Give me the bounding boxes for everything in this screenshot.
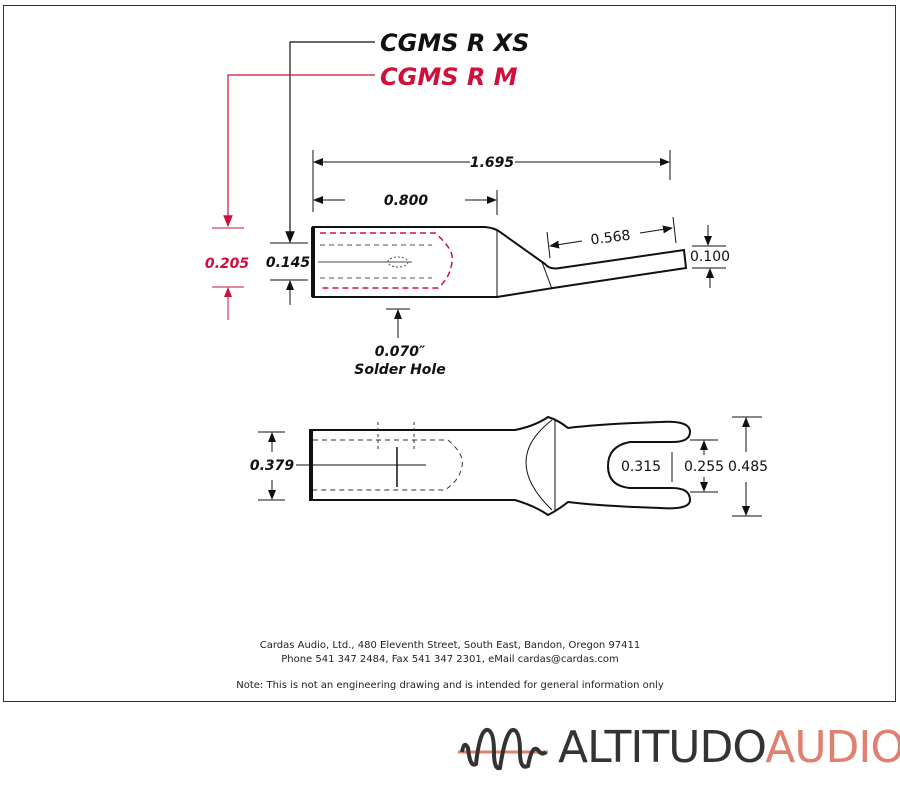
logo-text-audio: AUDIO bbox=[765, 722, 900, 773]
model-m-label: CGMS R M bbox=[380, 63, 518, 91]
solder-hole-dim: 0.070″ bbox=[375, 344, 426, 360]
overall-length-dim: 1.695 bbox=[470, 155, 515, 171]
xs-callout-line bbox=[285, 41, 375, 244]
slot-depth-dim: 0.315 bbox=[621, 459, 661, 475]
logo-text-altitudo: ALTITUDO bbox=[558, 722, 766, 773]
m-height-dim: 0.205 bbox=[205, 256, 250, 272]
altitudo-audio-logo: ALTITUDOAUDIO bbox=[450, 718, 900, 778]
fork-width-dim: 0.485 bbox=[728, 459, 768, 475]
solder-hole-label: Solder Hole bbox=[354, 362, 445, 378]
m-callout-line bbox=[223, 74, 375, 228]
tip-thickness-dim: 0.100 bbox=[690, 249, 730, 265]
barrel-width-dim: 0.379 bbox=[250, 458, 295, 474]
waveform-icon bbox=[458, 727, 548, 771]
contact-text: Phone 541 347 2484, Fax 541 347 2301, eM… bbox=[281, 654, 619, 665]
slot-width-dim: 0.255 bbox=[684, 459, 724, 475]
address-text: Cardas Audio, Ltd., 480 Eleventh Street,… bbox=[259, 640, 641, 651]
drawing-frame bbox=[3, 5, 896, 702]
fork-length-dim: 0.568 bbox=[590, 228, 632, 249]
side-view: 1.695 0.800 0.568 0.100 0.145 0.205 0.07… bbox=[205, 150, 730, 378]
top-view: 0.379 0.315 0.255 0.485 bbox=[250, 415, 768, 517]
model-xs-label: CGMS R XS bbox=[380, 29, 529, 57]
barrel-length-dim: 0.800 bbox=[384, 193, 429, 209]
xs-height-dim: 0.145 bbox=[266, 255, 311, 271]
disclaimer-note: Note: This is not an engineering drawing… bbox=[236, 680, 664, 691]
technical-drawing: CGMS R XS CGMS R M 1.695 0.800 0.568 0.1… bbox=[205, 29, 768, 517]
